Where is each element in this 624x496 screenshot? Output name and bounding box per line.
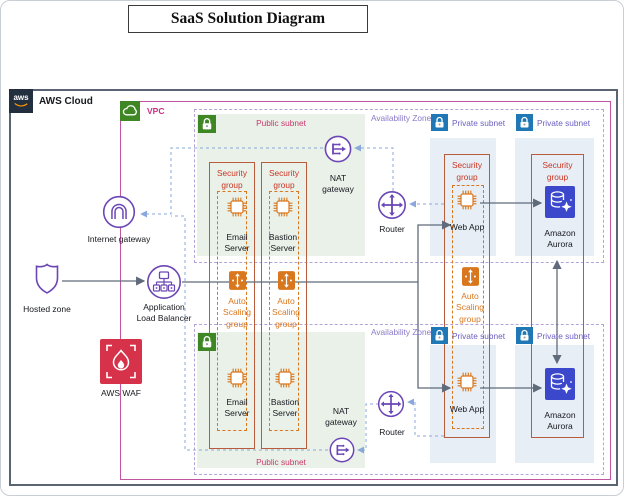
web-app-1-label: Web App (449, 222, 485, 232)
private-subnet-3 (430, 345, 496, 463)
aws-waf-icon (100, 339, 142, 384)
dashed-router1-to-nat1 (354, 144, 394, 191)
hosted-zone-icon (35, 263, 59, 294)
private-subnet-1-lock-icon (431, 114, 448, 131)
arrow-alb-to-webapp1 (417, 220, 452, 282)
private-subnet-2-lock-icon (516, 114, 533, 131)
arrow-alb-to-webapp2 (417, 282, 452, 393)
availability-zone-1 (194, 109, 604, 263)
aws-smile-icon (14, 102, 28, 106)
autoscaling-group-2-icon (278, 271, 295, 290)
router-1-icon (377, 190, 407, 220)
web-app-1-icon (455, 188, 479, 212)
public-subnet-2-label: Public subnet (256, 457, 306, 467)
autoscaling-group-1 (217, 191, 247, 431)
bastion-server-2-icon (273, 366, 297, 390)
hosted-zone-label: Hosted zone (23, 304, 71, 314)
vpc-icon (120, 101, 140, 121)
private-subnet-3-label: Private subnet (452, 331, 506, 341)
amazon-aurora-2-icon (545, 368, 575, 400)
router-1-label: Router (379, 224, 405, 234)
public-subnet-1-lock-icon (198, 115, 216, 133)
public-subnet-2-lock-icon (198, 333, 216, 351)
private-subnet-4-lock-icon (516, 327, 533, 344)
autoscaling-group-3-icon (462, 267, 479, 286)
aws-cloud-boundary (9, 89, 618, 486)
router-2-label: Router (379, 427, 405, 437)
autoscaling-group-1-icon (229, 271, 246, 290)
web-app-2-icon (455, 370, 479, 394)
aws-cloud-label: AWS Cloud (39, 96, 93, 107)
private-subnet-4-label: Private subnet (537, 331, 591, 341)
availability-zone-2-label: Availability Zone (371, 327, 432, 337)
dashed-router2-to-nat2 (357, 403, 379, 454)
public-subnet-1-label: Public subnet (256, 118, 306, 128)
diagram-title-box: SaaS Solution Diagram (128, 5, 368, 33)
autoscaling-group-3 (452, 185, 484, 429)
vpc-label: VPC (147, 106, 165, 116)
email-server-2-icon (225, 366, 249, 390)
amazon-aurora-1-icon (545, 186, 575, 218)
availability-zone-2 (194, 324, 604, 475)
diagram-title: SaaS Solution Diagram (170, 10, 326, 27)
web-app-2-label: Web App (449, 404, 485, 414)
vpc-boundary (120, 101, 611, 480)
dashed-webapp2-to-router2 (407, 398, 444, 437)
private-subnet-3-lock-icon (431, 327, 448, 344)
internet-gateway-label: Internet gateway (87, 234, 151, 244)
autoscaling-group-2 (269, 191, 299, 431)
private-subnet-1-label: Private subnet (452, 118, 506, 128)
private-subnet-2-label: Private subnet (537, 118, 591, 128)
aws-logo-icon: aws (9, 89, 33, 113)
bastion-server-1-icon (271, 195, 295, 219)
email-server-1-icon (225, 195, 249, 219)
aws-waf-label: AWS WAF (101, 388, 141, 398)
availability-zone-1-label: Availability Zone (371, 113, 432, 123)
internet-gateway-icon (102, 195, 136, 229)
nat-gateway-1-icon (324, 135, 352, 163)
dashed-nat2-to-igw (171, 215, 328, 451)
application-load-balancer-icon (146, 264, 182, 300)
router-2-icon (377, 390, 405, 418)
private-subnet-4 (515, 345, 594, 463)
